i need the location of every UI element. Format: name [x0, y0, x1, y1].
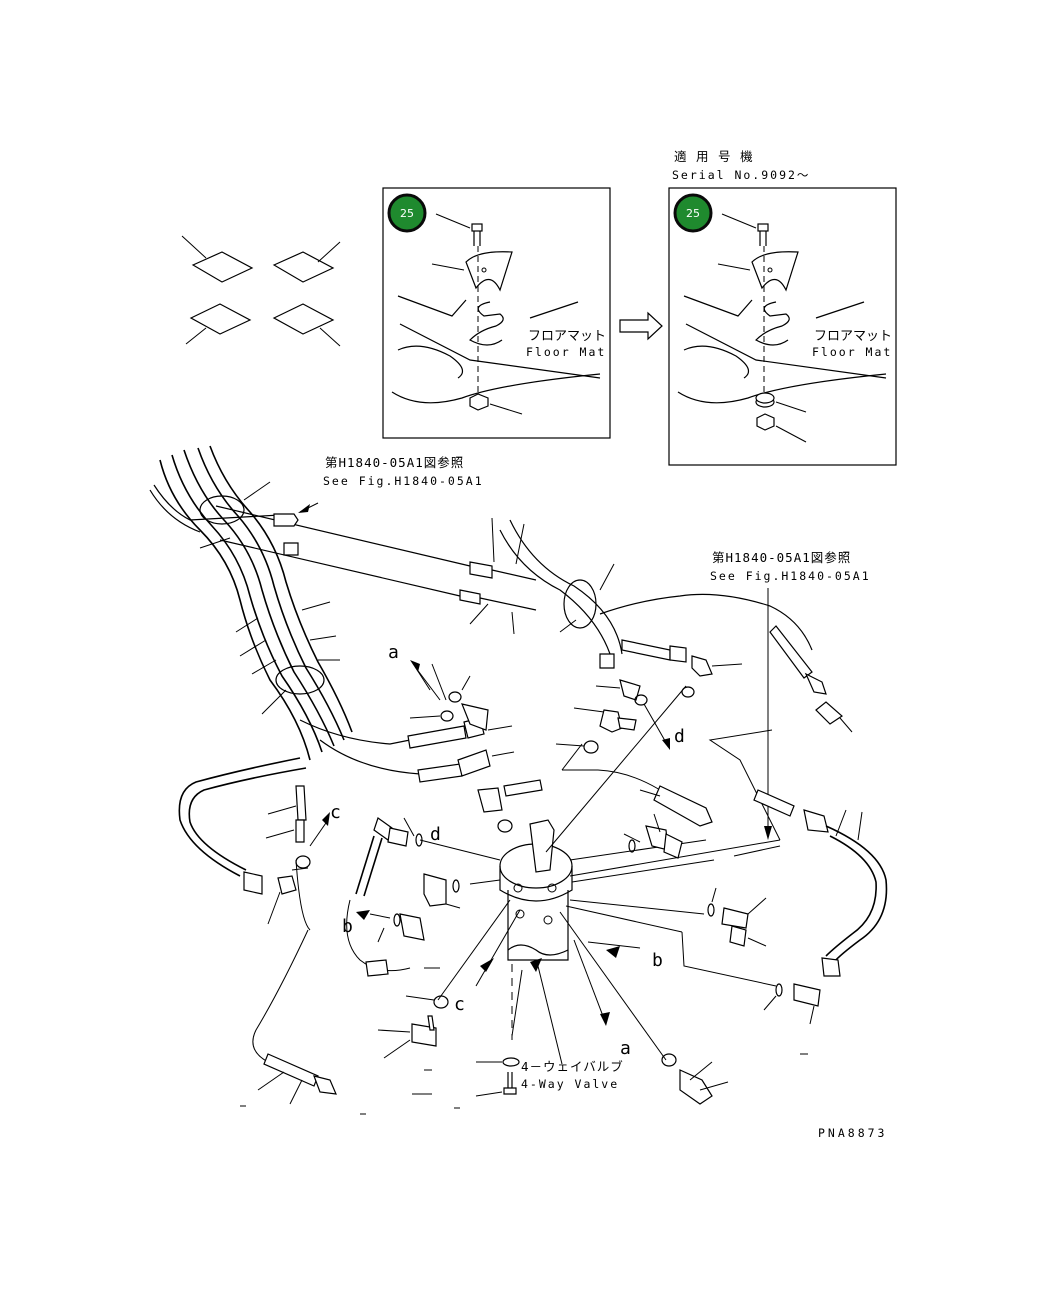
valve-leaders	[419, 685, 781, 1061]
see-fig-reference-en: See Fig.H1840-05A1	[710, 569, 871, 583]
four-way-valve	[499, 819, 573, 1040]
connection-label-a: a	[620, 1038, 631, 1059]
floor-mat-en-label: Floor Mat	[526, 345, 606, 359]
fittings	[178, 660, 888, 1115]
callout-badge-number: 25	[400, 207, 414, 220]
connection-label-d: d	[430, 824, 441, 845]
applicable-serial-jp: 適 用 号 機	[674, 149, 754, 164]
callout-badge	[673, 193, 713, 233]
callout-badge-number: 25	[686, 207, 700, 220]
connection-label-c: c	[330, 802, 341, 823]
valve-label-jp: 4－ウェイバルブ	[521, 1059, 624, 1074]
figure-code: PNA8873	[818, 1126, 887, 1140]
connection-label-a: a	[388, 642, 399, 663]
hose-bundle	[149, 445, 353, 761]
floor-mat-en-label: Floor Mat	[812, 345, 892, 359]
serial-number-label: Serial No.9092～	[672, 168, 810, 182]
callout-badge	[387, 193, 427, 233]
change-arrow	[619, 311, 663, 341]
detail-box-before: 25 フロアマット Floor Mat	[382, 187, 611, 439]
floor-mat-jp-label: フロアマット	[814, 329, 892, 344]
connection-label-c: c	[454, 994, 465, 1015]
floor-mat-jp-label: フロアマット	[528, 329, 606, 344]
pipe-lines-upper	[215, 505, 853, 733]
connection-label-b: b	[342, 916, 353, 937]
connection-label-d: d	[674, 726, 685, 747]
connection-label-b: b	[652, 950, 663, 971]
see-fig-reference-jp: 第H1840-05A1図参照	[712, 550, 851, 565]
detail-box-after: 適 用 号 機 Serial No.9092～ 25 フロアマット Floor …	[668, 149, 897, 466]
see-fig-reference-en: See Fig.H1840-05A1	[323, 474, 484, 488]
floor-mat-sheets	[181, 235, 341, 347]
see-fig-reference-jp: 第H1840-05A1図参照	[325, 455, 464, 470]
valve-label-en: 4-Way Valve	[521, 1077, 619, 1091]
